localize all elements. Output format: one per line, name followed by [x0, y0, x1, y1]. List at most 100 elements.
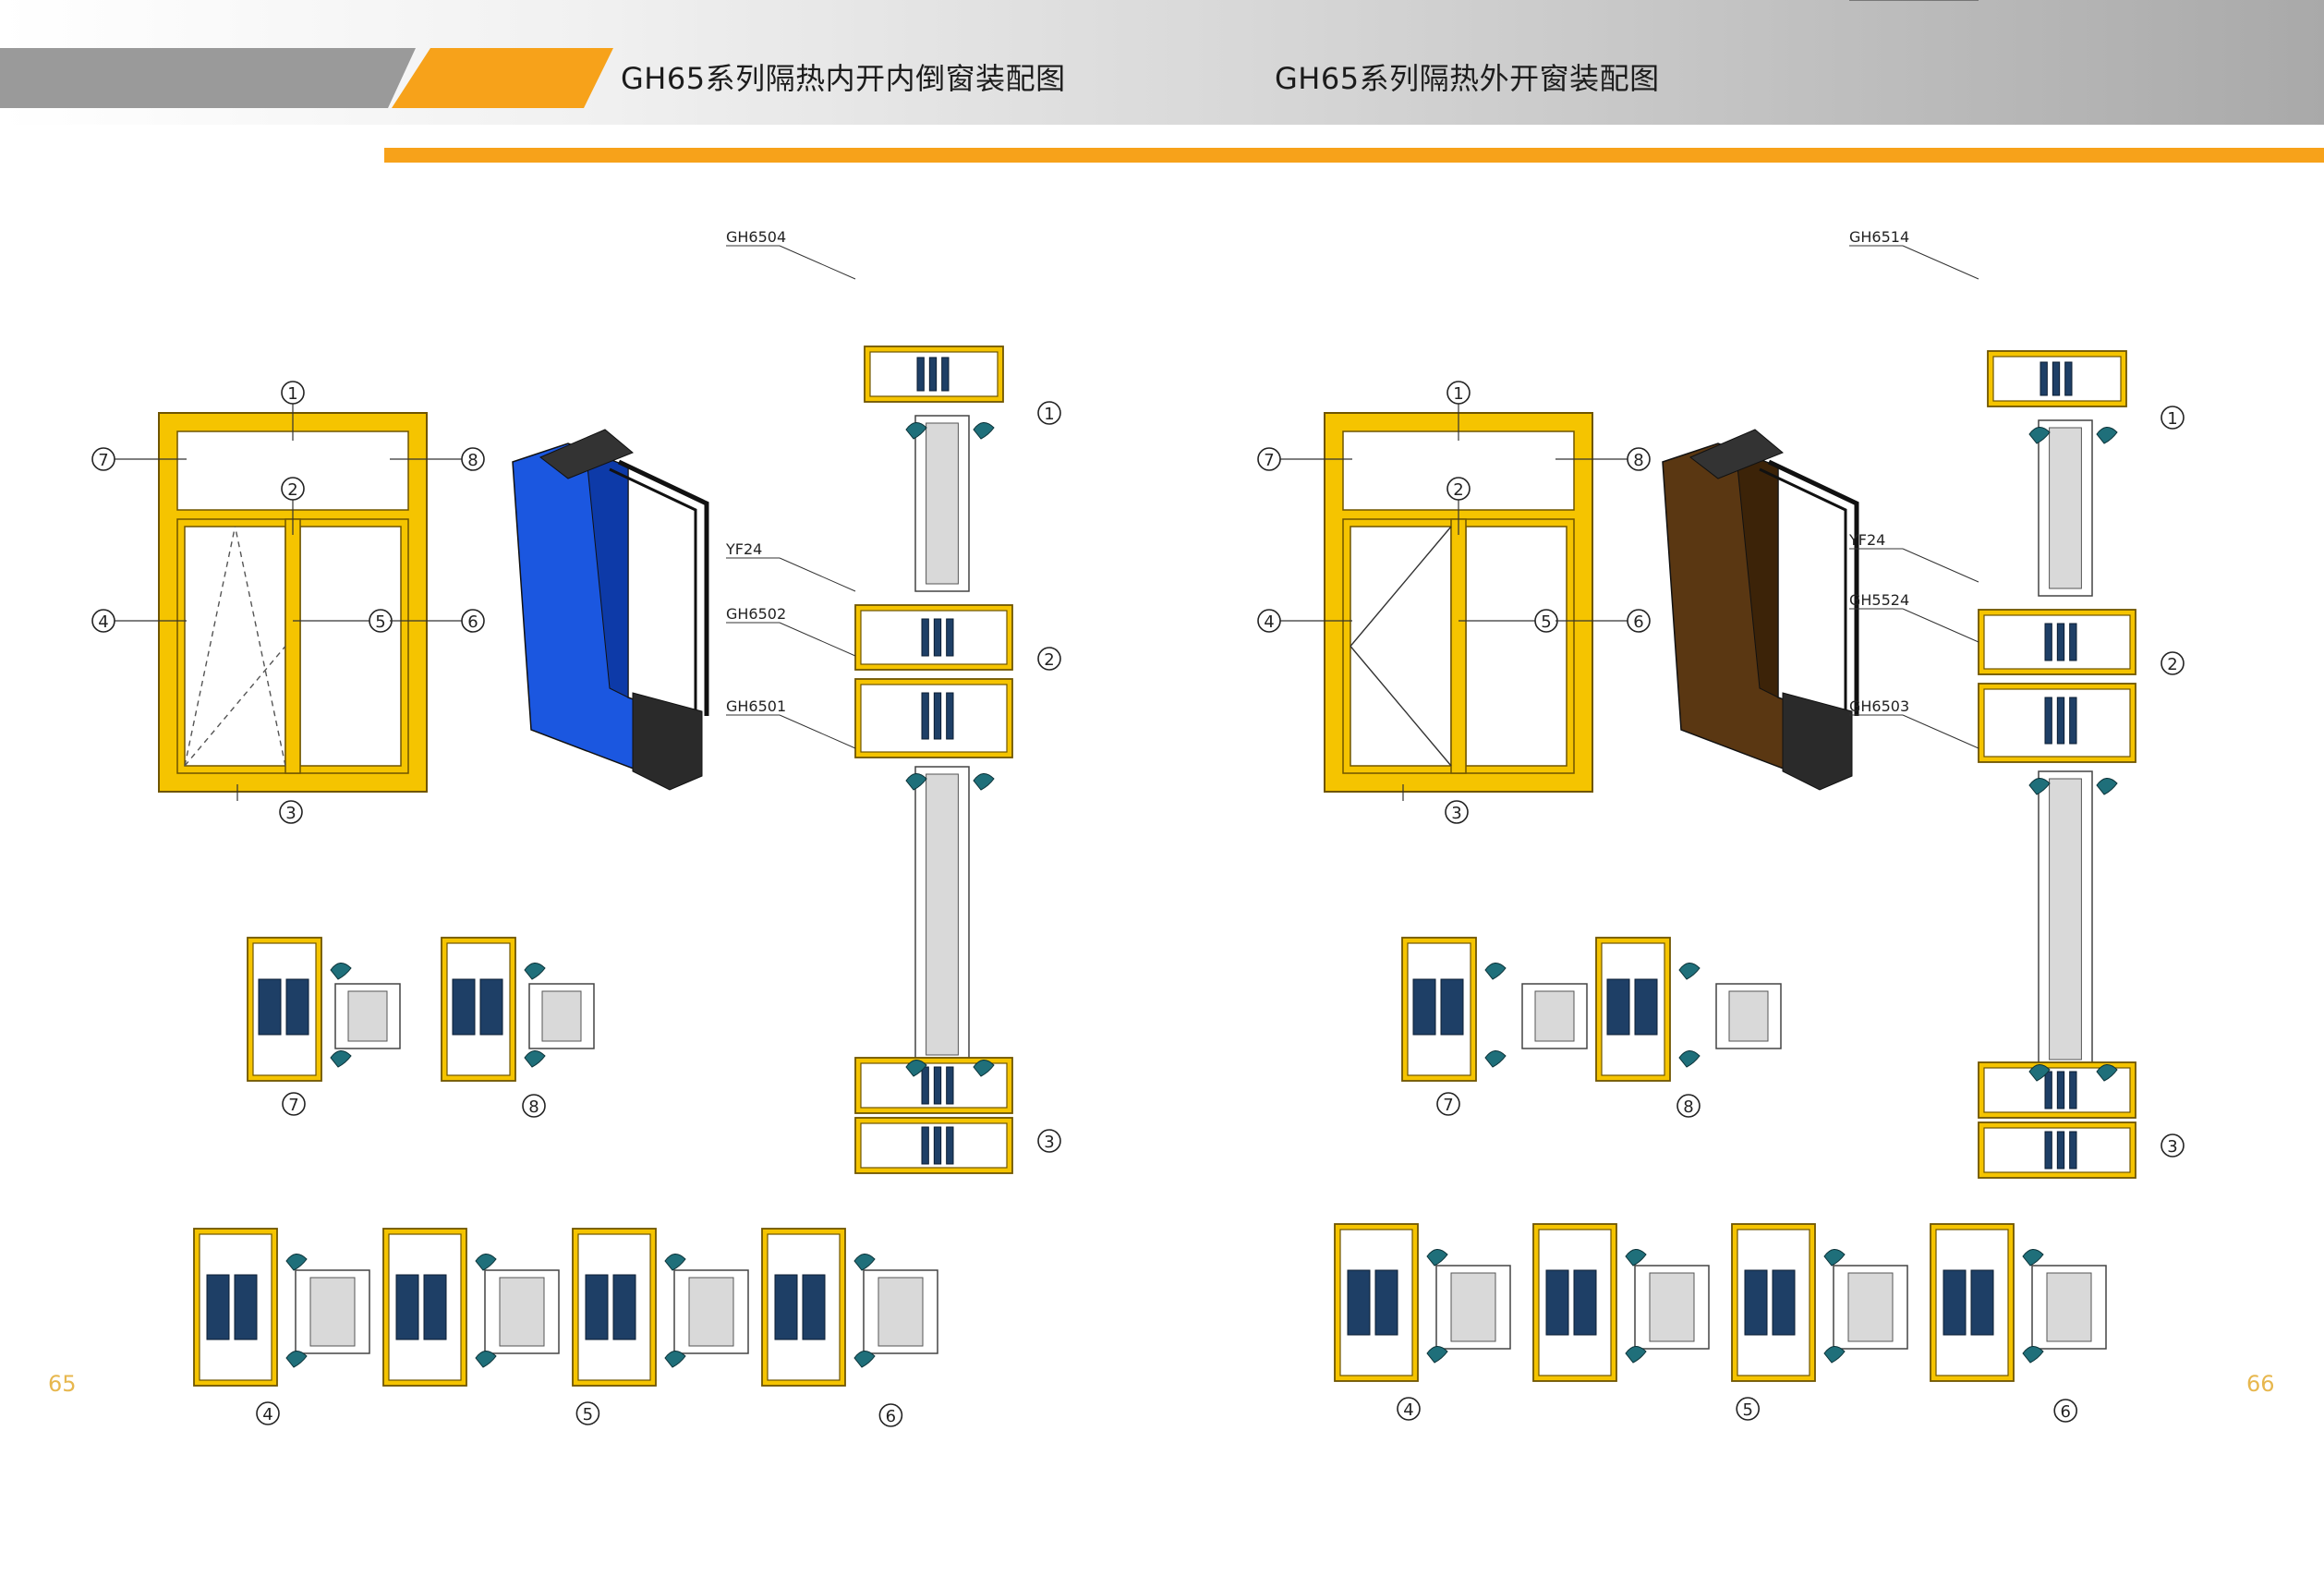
glass-edge-inner	[609, 467, 697, 719]
vsec-mid-strip-1	[933, 618, 942, 657]
transom-8-gasket-a	[524, 963, 546, 980]
transom-7-glass-spacer	[347, 990, 388, 1042]
transom-7-strip-0	[1412, 978, 1436, 1036]
vsec-mid-strip-0	[921, 618, 929, 657]
hsec-glass-0-spacer	[1450, 1272, 1496, 1342]
header-orange-stripe	[392, 48, 613, 108]
elev-callout-8: 8	[1633, 451, 1643, 470]
hsec-0-strip-1	[1374, 1269, 1398, 1336]
right-profile-3d-brown	[1662, 429, 1859, 791]
vsec-callout-2: 2	[2167, 655, 2177, 674]
hsec-gasket-b-1	[475, 1351, 497, 1368]
elev-callout-6: 6	[467, 612, 478, 632]
left-horizontal-section: 4 5 6	[193, 1228, 938, 1427]
hsec-callout-6: 6	[886, 1407, 896, 1426]
vsec-bot-strip-1	[933, 1066, 942, 1105]
hsec-2-strip-0	[1744, 1269, 1768, 1336]
vsec-callout-1-circle	[2161, 406, 2185, 430]
vsec-part-leader-0	[779, 245, 856, 280]
vsec-callout-2: 2	[1044, 650, 1054, 670]
hsec-glass-2-spacer	[688, 1277, 734, 1347]
profile-bottom-cut	[632, 692, 703, 791]
hsec-callout-6-circle	[878, 1403, 903, 1427]
vsec-part-label-0: GH6514	[1849, 228, 1909, 246]
elev-callout-3-circle	[1445, 800, 1469, 824]
sash-left-glass	[184, 526, 286, 767]
vsec-part-label-3: GH6501	[726, 697, 786, 715]
elev-callout-6-circle	[461, 609, 485, 633]
hsec-gasket-a-3	[2022, 1249, 2044, 1267]
orange-rule	[384, 148, 2324, 163]
vsec-bot-strip-2	[946, 1066, 954, 1105]
hsec-0-strip-0	[1347, 1269, 1371, 1336]
hsec-1-strip-0	[395, 1274, 419, 1340]
vsec-bottom-glass-spacer	[2049, 778, 2082, 1061]
elev-callout-2-circle	[281, 477, 305, 501]
vsec-part-label-3: GH6503	[1849, 697, 1909, 715]
hsec-gasket-b-3	[853, 1351, 876, 1368]
vsec-top-strip-0	[2040, 361, 2048, 396]
hsec-callout-5: 5	[1742, 1400, 1752, 1420]
elev-callout-4-circle	[91, 609, 115, 633]
elev-callout-8-circle	[1627, 447, 1651, 471]
vsec-frame-strip-1	[933, 1126, 942, 1165]
hsec-glass-0-spacer	[309, 1277, 356, 1347]
vsec-sash-strip-1	[933, 692, 942, 740]
vsec-part-leader-1	[1902, 548, 1979, 583]
vsec-bot-strip-2	[2069, 1071, 2077, 1109]
hsec-callout-6-circle	[2053, 1399, 2077, 1423]
vsec-part-leader-3	[1902, 714, 1979, 749]
transom-7-glass-spacer	[1534, 990, 1575, 1042]
transom-callout-7: 7	[288, 1096, 298, 1115]
elev-callout-7: 7	[1264, 451, 1274, 470]
elev-callout-4: 4	[1264, 612, 1274, 632]
vsec-gasket-5	[2028, 1064, 2051, 1082]
opening-line-2	[1350, 646, 1452, 767]
vsec-top-strip-1	[2052, 361, 2061, 396]
hsec-gasket-a-1	[1625, 1249, 1647, 1267]
vsec-callout-3: 3	[1044, 1133, 1054, 1152]
hsec-glass-2-spacer	[1847, 1272, 1894, 1342]
transom-callout-7: 7	[1443, 1096, 1453, 1115]
vsec-bot-strip-0	[921, 1066, 929, 1105]
transom-8-gasket-a	[1678, 963, 1701, 980]
page-number-left: 65	[48, 1371, 77, 1397]
vsec-callout-3-circle	[2161, 1133, 2185, 1158]
hsec-callout-6: 6	[2060, 1402, 2070, 1422]
elev-callout-8: 8	[467, 451, 478, 470]
elev-callout-2-circle	[1446, 477, 1471, 501]
elev-callout-2: 2	[1453, 480, 1463, 500]
hsec-0-strip-0	[206, 1274, 230, 1340]
hsec-glass-3-spacer	[2046, 1272, 2092, 1342]
hsec-gasket-b-0	[285, 1351, 308, 1368]
hsec-3-strip-0	[774, 1274, 798, 1340]
vsec-part-leader-2	[1902, 608, 1979, 643]
hsec-callout-5-circle	[575, 1401, 600, 1425]
transom-8-gasket-b	[1678, 1050, 1701, 1068]
vsec-callout-3-circle	[1037, 1129, 1061, 1153]
hsec-3-strip-1	[1970, 1269, 1994, 1336]
hsec-callout-5-circle	[1736, 1397, 1760, 1421]
vsec-sash-strip-0	[921, 692, 929, 740]
hsec-gasket-a-2	[1823, 1249, 1846, 1267]
elev-callout-3: 3	[1451, 804, 1461, 823]
elev-callout-5: 5	[1541, 612, 1551, 632]
vsec-frame-strip-0	[921, 1126, 929, 1165]
hsec-callout-5: 5	[583, 1405, 593, 1424]
vsec-part-leader-2	[779, 622, 856, 657]
transom-7-gasket-b	[330, 1050, 352, 1068]
hsec-2-strip-1	[612, 1274, 636, 1340]
vsec-part-label-2: GH6502	[726, 605, 786, 623]
vsec-part-leader-3	[779, 714, 856, 749]
header-grey-stripe	[0, 48, 416, 108]
vsec-part-label-0: GH6504	[726, 228, 786, 246]
vsec-top-strip-2	[2064, 361, 2073, 396]
hsec-3-strip-0	[1943, 1269, 1967, 1336]
transom-callout-8: 8	[528, 1097, 539, 1117]
hsec-2-strip-1	[1772, 1269, 1796, 1336]
hsec-callout-4: 4	[262, 1405, 272, 1424]
